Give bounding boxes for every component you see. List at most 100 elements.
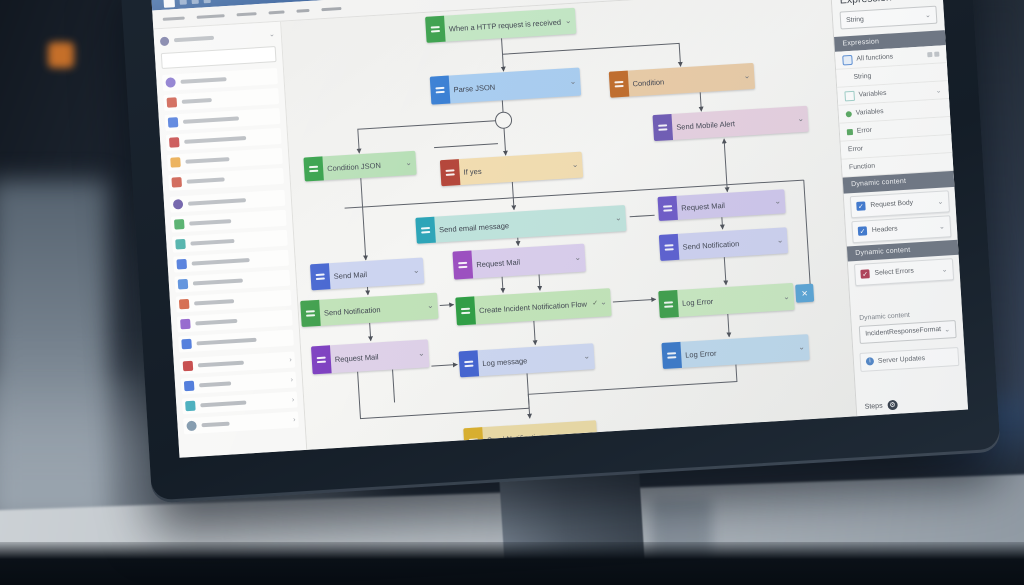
chevron-down-icon: ⌄	[924, 12, 932, 20]
check-icon: ✓	[592, 299, 599, 308]
node-label: Condition JSON	[326, 160, 382, 173]
sidebar-item[interactable]: ›	[180, 371, 297, 395]
titlebar-button[interactable]	[179, 0, 187, 5]
chevron-down-icon: ⌄	[935, 87, 942, 95]
sidebar-item[interactable]	[175, 289, 292, 313]
node-label: When a HTTP request is received	[448, 17, 562, 33]
sidebar-item[interactable]: ›	[181, 391, 298, 415]
sidebar-item[interactable]	[176, 309, 293, 333]
sidebar-item[interactable]	[167, 147, 283, 171]
sidebar-item[interactable]	[162, 68, 278, 92]
node-label: Create Incident Notification Flow	[478, 299, 588, 315]
sidebar-item-label	[196, 338, 257, 346]
sidebar-item[interactable]	[174, 269, 291, 293]
sidebar-item[interactable]	[178, 329, 294, 353]
dynamic-content-label: Headers	[871, 225, 898, 235]
node-icon	[310, 345, 332, 375]
node-label: Send Notification	[682, 238, 740, 252]
sidebar-item-label	[195, 319, 238, 326]
sidebar-item[interactable]	[168, 167, 285, 191]
node-icon	[452, 250, 474, 280]
titlebar-button[interactable]	[191, 0, 199, 5]
chevron-right-icon: ›	[289, 356, 292, 364]
node-label: Log Error	[681, 296, 714, 308]
function-item-label: Error	[847, 145, 864, 154]
dynamic-content-row[interactable]: ✓Select Errors⌄	[853, 257, 955, 286]
menu-item[interactable]	[296, 8, 310, 13]
dynamic-content-row[interactable]: ✓Headers⌄	[851, 214, 952, 243]
sidebar-item-label	[192, 278, 243, 286]
connector-icon	[176, 258, 188, 270]
dynamic-content-row[interactable]: ✓Request Body⌄	[849, 189, 950, 218]
menu-item[interactable]	[162, 16, 185, 21]
checkbox-icon[interactable]	[844, 90, 855, 102]
node-label: Send Mobile Alert	[675, 118, 736, 132]
checkbox-checked-icon[interactable]: ✓	[856, 201, 866, 211]
node-label: Send Mail	[333, 269, 368, 281]
sidebar-item[interactable]: ›	[179, 351, 296, 375]
connector-icon	[185, 400, 196, 412]
connector-icon	[183, 380, 195, 392]
sidebar-item[interactable]	[172, 229, 288, 253]
checkbox-checked-icon[interactable]: ✓	[860, 269, 870, 280]
mini-action-icons[interactable]	[927, 51, 940, 58]
checkbox-checked-icon[interactable]: ✓	[857, 226, 868, 236]
workflow-canvas[interactable]: When a HTTP request is received⌄Parse JS…	[281, 0, 857, 450]
sidebar-item-label	[197, 360, 244, 368]
desk-front-edge	[0, 542, 1024, 585]
steps-label: Steps	[864, 402, 883, 411]
connector-lines	[344, 38, 811, 420]
menu-item[interactable]	[236, 11, 257, 16]
node-label: Request Mail	[334, 351, 379, 364]
sidebar-item-label	[187, 198, 247, 206]
function-item-label: Variables	[855, 108, 884, 118]
info-icon: i	[865, 357, 875, 367]
sidebar-header[interactable]: ⌄	[159, 26, 276, 49]
menu-item[interactable]	[196, 13, 225, 19]
connector-icon	[166, 97, 178, 108]
sidebar-item-label	[189, 219, 232, 226]
menu-item[interactable]	[268, 9, 285, 14]
background-orange-bokeh	[48, 42, 74, 68]
connector-icon	[170, 157, 181, 168]
sidebar-item[interactable]	[170, 209, 287, 233]
chevron-down-icon: ⌄	[412, 265, 420, 276]
chevron-down-icon: ⌄	[268, 31, 276, 39]
close-button[interactable]: ✕	[795, 283, 815, 303]
node-icon	[309, 263, 331, 291]
chevron-down-icon: ⌄	[404, 157, 413, 168]
node-icon	[429, 75, 451, 105]
server-updates-label: Server Updates	[877, 354, 926, 365]
sidebar-item[interactable]	[164, 107, 281, 131]
sidebar-item-label	[190, 239, 235, 246]
window-tab[interactable]	[163, 0, 175, 8]
sidebar-item[interactable]	[173, 249, 290, 273]
chevron-down-icon: ⌄	[426, 300, 434, 311]
menu-item[interactable]	[321, 6, 342, 11]
sidebar-item-label	[180, 77, 227, 84]
dynamic-content-label: Request Body	[870, 199, 914, 210]
node-icon	[661, 341, 682, 370]
function-item-label: Variables	[858, 90, 887, 99]
app-screen: ⌄ ›››› When a HTTP request is received⌄P…	[151, 0, 969, 458]
node-label: Send Notification	[486, 432, 544, 445]
connector-icon	[181, 338, 192, 350]
sidebar-header-label	[173, 36, 215, 42]
chevron-down-icon: ⌄	[774, 196, 782, 206]
sidebar-item-label	[194, 299, 235, 306]
connector-icon	[167, 117, 179, 128]
sidebar-item[interactable]: ›	[183, 411, 299, 435]
sidebar-item[interactable]	[163, 87, 280, 111]
sidebar-item[interactable]	[169, 189, 286, 213]
sidebar-item-label	[181, 98, 212, 104]
connector-icon	[180, 318, 191, 330]
chevron-right-icon: ›	[292, 416, 296, 424]
titlebar-button[interactable]	[203, 0, 211, 4]
connector-icon	[171, 177, 183, 188]
selected-type: String	[845, 15, 865, 24]
search-input[interactable]	[160, 46, 277, 70]
sidebar-item[interactable]	[165, 127, 282, 151]
connector-icon	[173, 218, 185, 230]
sidebar-item-label	[199, 381, 232, 388]
